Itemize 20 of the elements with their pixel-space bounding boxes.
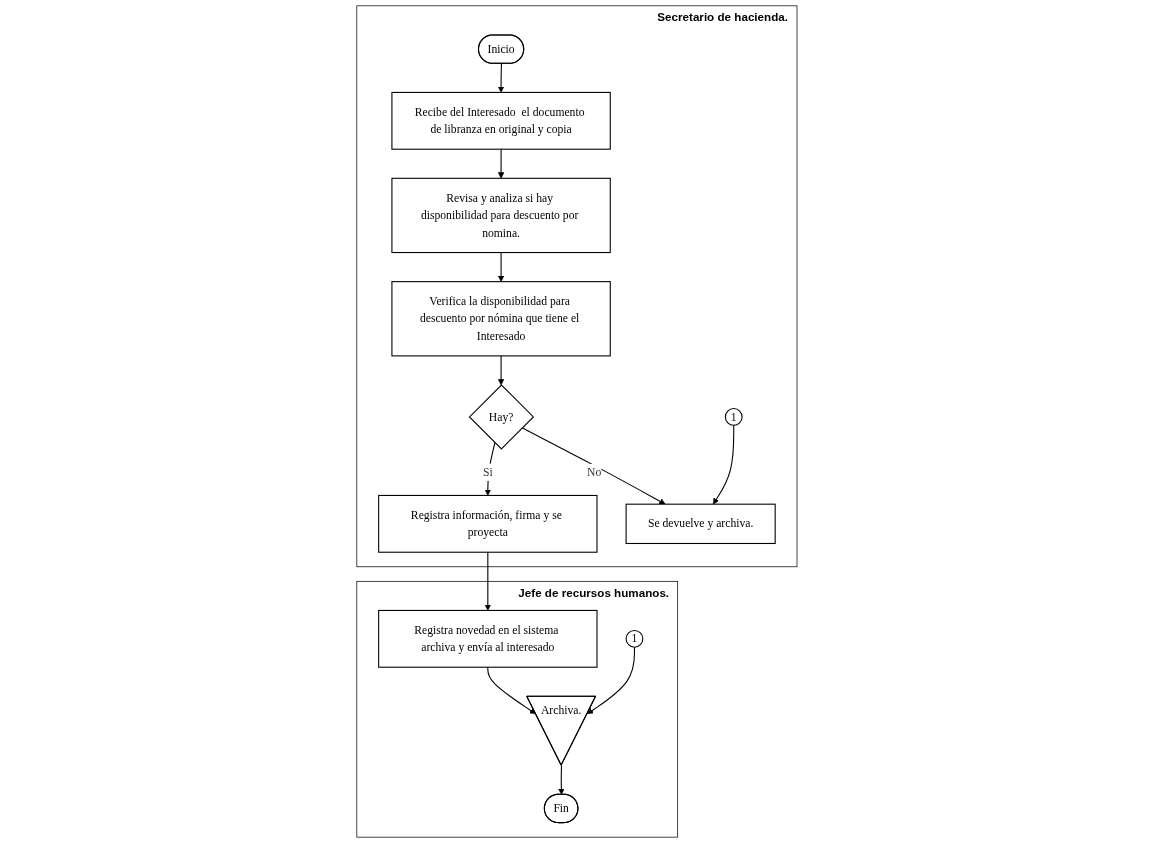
arrow [484,551,491,611]
edge-label: Si [482,465,493,478]
arrow [586,646,635,715]
node-box: Registra novedad en el sistema archiva y envía al interesado [377,609,598,668]
node-box: Recibe del Interesado el documento de libranza en original y copia [390,91,611,150]
arrow [497,252,504,282]
edge-label: No [586,465,601,479]
arrow [712,424,734,505]
node-box: Verifica la disponibilidad para descuento por nómina que tiene el Interesado [390,281,611,357]
node-circle: 1 [625,629,643,648]
node-box: Revisa y analiza si hay disponibilidad para descuento por nomina. [390,177,611,254]
arrow [497,148,504,179]
arrow [521,427,666,505]
arrow [497,355,504,386]
node-circle: 1 [724,408,743,426]
node-diamond: Hay? [468,384,534,450]
node-box: Se devuelve y archiva. [625,503,776,545]
arrow [557,764,565,795]
arrow [497,63,504,93]
node-box: Registra información, firma y se proyecta [377,494,598,553]
